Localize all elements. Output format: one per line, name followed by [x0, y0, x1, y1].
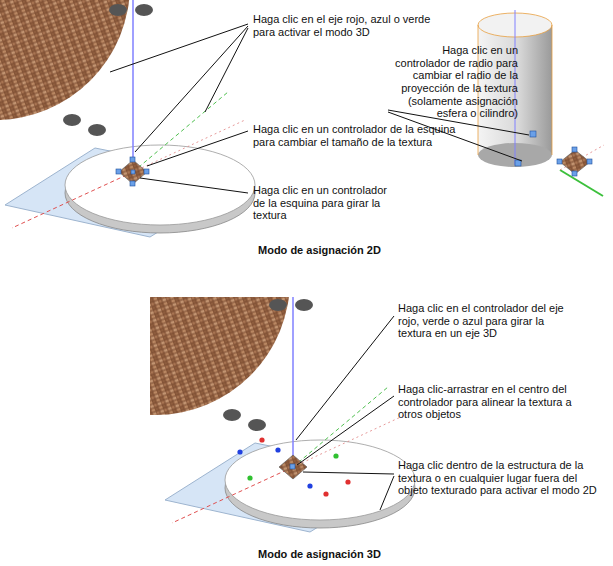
scene-2d	[0, 0, 255, 237]
callout-note: Haga clic-arrastrar en el centro del con…	[398, 383, 573, 421]
corner-handles	[116, 157, 149, 186]
callout-note: Haga clic en el eje rojo, azul o verde p…	[253, 13, 438, 38]
figure-caption: Modo de asignación 2D	[258, 244, 381, 257]
callout-note: Haga clic en un controlador de la esquin…	[253, 123, 468, 148]
rotation-handles	[237, 437, 350, 496]
callout-note: Haga clic en un controlador de radio par…	[392, 44, 518, 120]
scene-3d	[150, 297, 415, 532]
leader-lines	[110, 24, 529, 510]
figure-caption: Modo de asignación 3D	[258, 548, 381, 561]
callout-note: Haga clic dentro de la estructura de la …	[398, 459, 603, 497]
callout-note: Haga clic en el controlador del eje rojo…	[398, 302, 568, 340]
callout-note: Haga clic en un controlador de la esquin…	[253, 184, 388, 222]
